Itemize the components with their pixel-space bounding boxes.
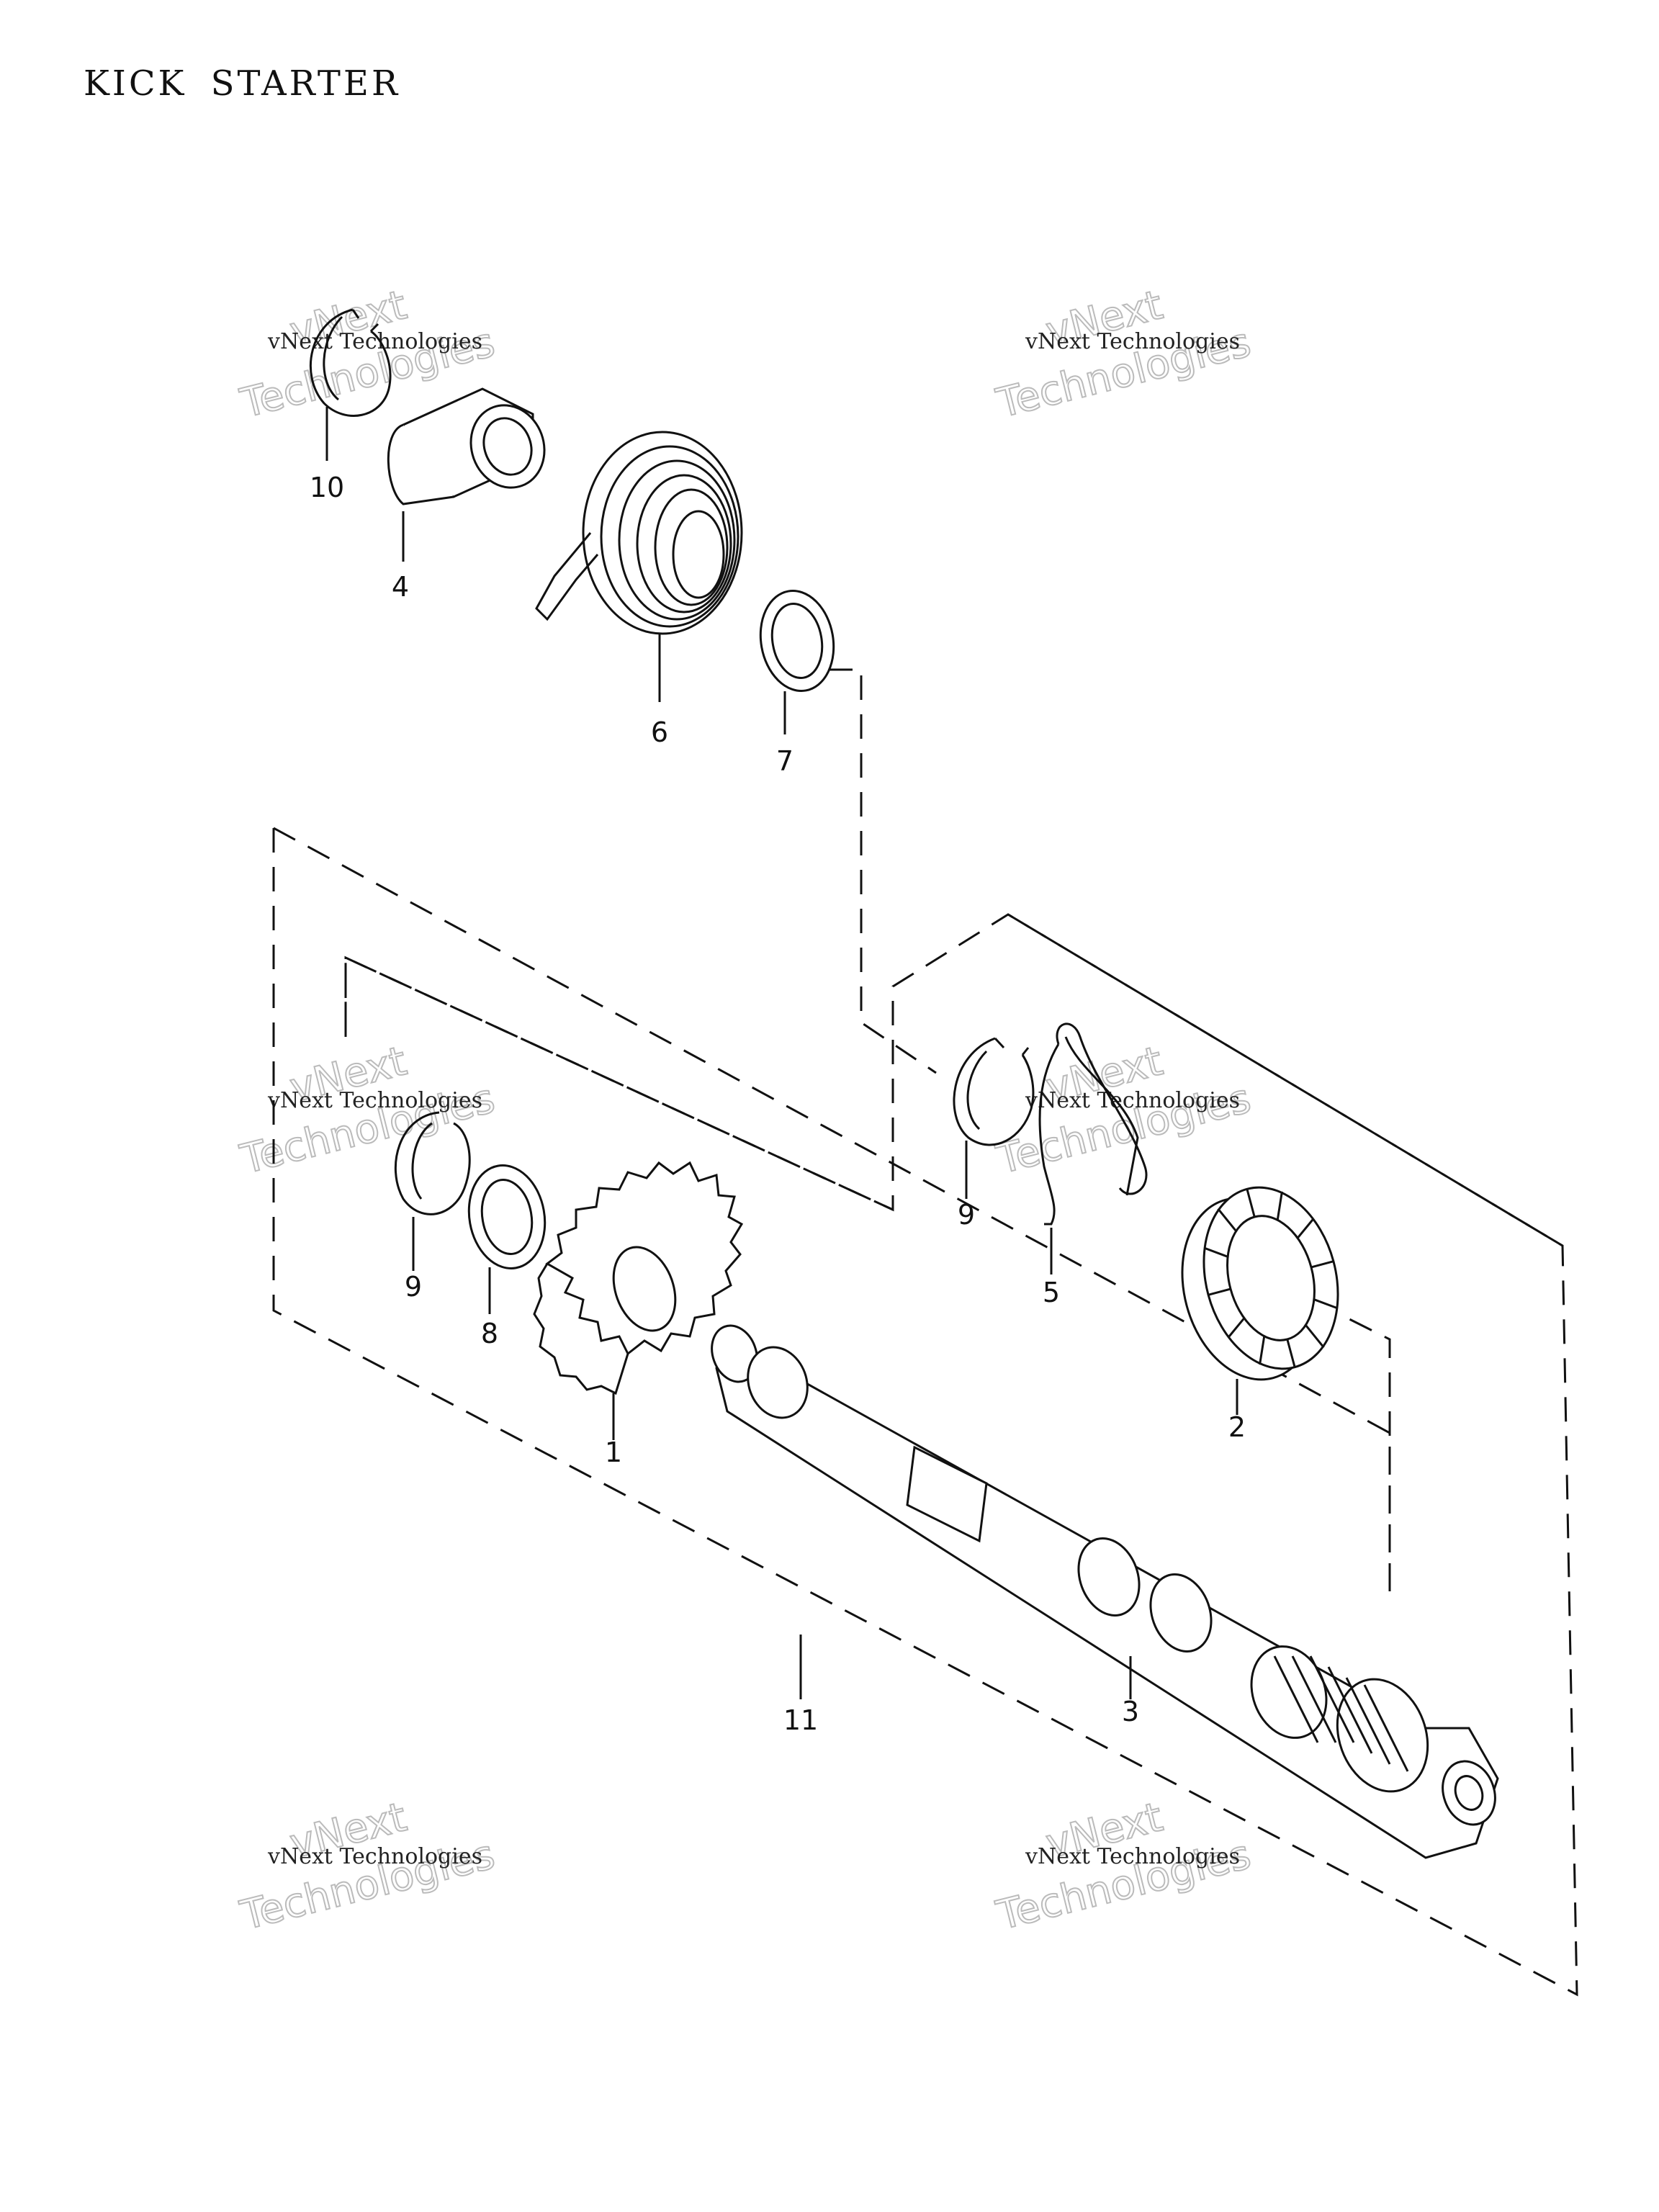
assembly-outline-bottom — [1317, 1302, 1391, 1591]
part-3-shaft — [711, 1324, 1499, 1859]
part-9-circlip-right — [953, 1037, 1035, 1146]
watermark-text: vNext Technologies — [267, 329, 482, 354]
callout-1: 1 — [605, 1437, 622, 1468]
callout-4: 4 — [392, 571, 409, 603]
part-10-circlip — [309, 308, 392, 417]
callout-2: 2 — [1228, 1411, 1246, 1443]
watermark-text: vNext Technologies — [267, 1088, 482, 1113]
callout-10: 10 — [310, 472, 344, 503]
watermark-text: vNext Technologies — [1025, 1844, 1240, 1869]
part-9-circlip-left — [394, 1111, 471, 1215]
page-title: KICK STARTER — [84, 63, 401, 104]
part-8-washer — [467, 1164, 547, 1269]
callout-9-left: 9 — [405, 1271, 422, 1303]
callout-7: 7 — [776, 745, 793, 777]
callout-6: 6 — [651, 716, 668, 748]
part-6-spring — [535, 431, 743, 635]
callout-3: 3 — [1122, 1696, 1139, 1727]
part-2-ratchet — [1181, 1186, 1339, 1381]
watermark-text: vNext Technologies — [1025, 1088, 1240, 1113]
callout-11: 11 — [783, 1704, 818, 1736]
watermark-text: vNext Technologies — [267, 1844, 482, 1869]
callout-5: 5 — [1043, 1277, 1060, 1308]
callout-9-right: 9 — [958, 1199, 975, 1231]
assembly-outline-right — [1007, 913, 1563, 1247]
assembly-outline-inner — [344, 956, 894, 1211]
part-7-washer — [759, 590, 835, 692]
part-4-guide — [387, 387, 546, 505]
part-5-clip — [1038, 1022, 1148, 1226]
watermark-text: vNext Technologies — [1025, 329, 1240, 354]
part-1-gear — [533, 1161, 744, 1395]
connector-7-to-9 — [828, 668, 937, 1074]
callout-8: 8 — [481, 1318, 498, 1349]
